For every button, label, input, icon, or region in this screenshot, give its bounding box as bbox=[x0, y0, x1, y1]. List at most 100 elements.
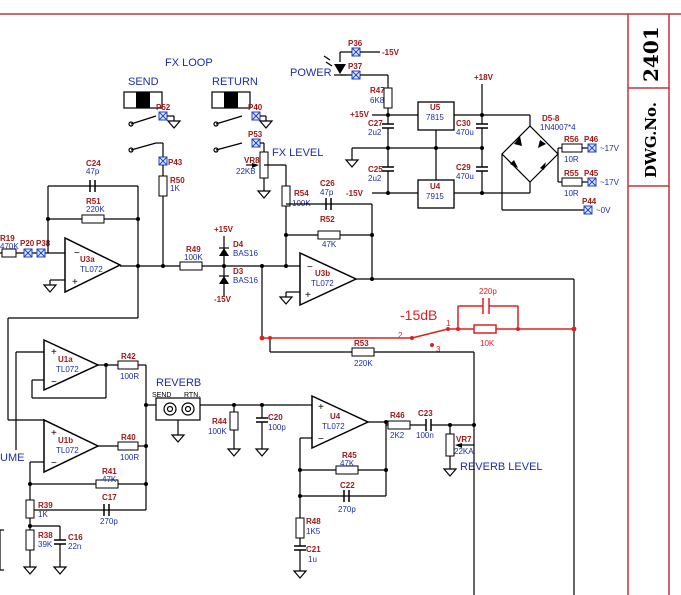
d3-ref: D3 bbox=[233, 267, 244, 276]
drawing-frame bbox=[0, 13, 681, 595]
pad-p43 bbox=[158, 156, 168, 166]
pad-p46 bbox=[587, 143, 597, 153]
svg-text:+: + bbox=[51, 428, 57, 439]
r39-ref: R39 bbox=[38, 501, 53, 510]
u5-value: 7815 bbox=[426, 113, 444, 122]
pad-p37 bbox=[351, 70, 361, 80]
c21-value: 1u bbox=[308, 555, 317, 564]
c24-ref: C24 bbox=[86, 159, 101, 168]
u1b-value: TL072 bbox=[56, 446, 79, 455]
resistor-r51 bbox=[81, 214, 105, 224]
resistor-r46 bbox=[387, 420, 411, 430]
svg-text:+: + bbox=[318, 402, 324, 413]
output-p45-label: ~17V bbox=[600, 178, 620, 187]
drawing-number: 2401 bbox=[639, 26, 663, 82]
p36-ref: P36 bbox=[348, 39, 363, 48]
r48-ref: R48 bbox=[306, 517, 321, 526]
resistor-10k bbox=[473, 324, 497, 334]
r52-ref: R52 bbox=[320, 215, 335, 224]
d4-rail-label: +15V bbox=[214, 225, 234, 234]
c27-value: 2u2 bbox=[368, 128, 382, 137]
fx-level-label: FX LEVEL bbox=[272, 147, 323, 159]
c22-ref: C22 bbox=[340, 481, 355, 490]
pad-p44 bbox=[583, 205, 593, 215]
svg-text:−: − bbox=[74, 248, 80, 259]
u3b-stage: − + U3b TL072 R54 100K C26 47p R52 47K bbox=[260, 164, 575, 595]
r50-ref: R50 bbox=[170, 176, 185, 185]
d3-value: BAS16 bbox=[233, 276, 258, 285]
r41-ref: R41 bbox=[102, 467, 117, 476]
c22-value: 270p bbox=[338, 505, 356, 514]
vr8-value: 22KB bbox=[236, 167, 256, 176]
c26-value: 47p bbox=[320, 188, 334, 197]
d4-ref: D4 bbox=[233, 240, 244, 249]
resistor-r44 bbox=[229, 411, 239, 431]
switch-pin-3: 3 bbox=[436, 345, 441, 354]
c25-value: 2u2 bbox=[368, 174, 382, 183]
resistor-r19 bbox=[1, 248, 17, 258]
p52-ref: P52 bbox=[156, 103, 171, 112]
vr8-ref: VR8 bbox=[244, 156, 260, 165]
power-label: POWER bbox=[290, 67, 332, 79]
resistor-r47 bbox=[383, 87, 393, 109]
switch-pin-2: 2 bbox=[398, 331, 403, 340]
r49-ref: R49 bbox=[186, 245, 201, 254]
svg-text:+: + bbox=[72, 277, 78, 288]
reverb-level-label: REVERB LEVEL bbox=[460, 461, 543, 473]
pad-p36 bbox=[351, 47, 361, 57]
r40-value: 100R bbox=[120, 453, 139, 462]
r42-ref: R42 bbox=[121, 352, 136, 361]
r52-value: 47K bbox=[322, 240, 337, 249]
cap-220p-value: 220p bbox=[479, 287, 497, 296]
op-amp-u1b bbox=[43, 418, 100, 474]
c17-ref: C17 bbox=[102, 493, 117, 502]
r42-value: 100R bbox=[120, 372, 139, 381]
r55-value: 10R bbox=[564, 189, 579, 198]
p37-ref: P37 bbox=[348, 62, 363, 71]
minus-15db-switch: -15dB 2 1 3 220p 10K bbox=[259, 287, 577, 354]
svg-text:−: − bbox=[307, 262, 313, 273]
resistor-r54 bbox=[281, 185, 291, 207]
reverb-send-label: SEND bbox=[152, 392, 171, 399]
resistor-r38 bbox=[25, 529, 35, 551]
pad-p52 bbox=[158, 111, 168, 121]
r56-value: 10R bbox=[564, 155, 579, 164]
op-amp-u1a bbox=[43, 338, 100, 392]
resistor-r50 bbox=[158, 175, 168, 197]
vr7-value: 22KA bbox=[454, 447, 474, 456]
p18-rail-label: +18V bbox=[474, 73, 494, 82]
c20-value: 100p bbox=[268, 423, 286, 432]
c25-ref: C25 bbox=[368, 165, 383, 174]
r46-ref: R46 bbox=[390, 411, 405, 420]
r51-ref: R51 bbox=[86, 197, 101, 206]
c30-value: 470u bbox=[456, 128, 474, 137]
u3b-ref: U3b bbox=[315, 269, 330, 278]
p43-ref: P43 bbox=[168, 158, 183, 167]
op-amp-u3a bbox=[64, 236, 122, 294]
p40-ref: P40 bbox=[248, 103, 263, 112]
r49-and-clamp-diodes: R49 100K +15V D4 BAS16 D3 BAS16 -15V bbox=[179, 225, 258, 304]
p36-rail-label: -15V bbox=[382, 48, 400, 57]
svg-text:−: − bbox=[51, 377, 57, 388]
r46-value: 2K2 bbox=[390, 431, 405, 440]
r49-value: 100K bbox=[184, 253, 203, 262]
reverb-label: REVERB bbox=[156, 377, 201, 389]
u1a-ref: U1a bbox=[58, 355, 73, 364]
c23-ref: C23 bbox=[418, 409, 433, 418]
p44-ref: P44 bbox=[582, 197, 597, 206]
power-supply: POWER P36 -15V P37 R47 6K8 +15V U5 7815 … bbox=[290, 39, 620, 215]
r48-value: 1K5 bbox=[306, 527, 321, 536]
resistor-r55 bbox=[561, 177, 583, 187]
u4-ref: U4 bbox=[330, 412, 341, 421]
r40-ref: R40 bbox=[121, 433, 136, 442]
r47-value: 6K8 bbox=[370, 96, 385, 105]
svg-text:−: − bbox=[318, 434, 324, 445]
u3a-stage: − + U3a TL072 R19 470K P20 P38 C24 47p R… bbox=[0, 159, 262, 294]
pad-p38 bbox=[36, 248, 46, 258]
resistor-r40 bbox=[117, 441, 139, 451]
p45-ref: P45 bbox=[584, 169, 599, 178]
r51-value: 220K bbox=[86, 205, 105, 214]
pad-p53 bbox=[251, 138, 261, 148]
c24-value: 47p bbox=[86, 167, 100, 176]
